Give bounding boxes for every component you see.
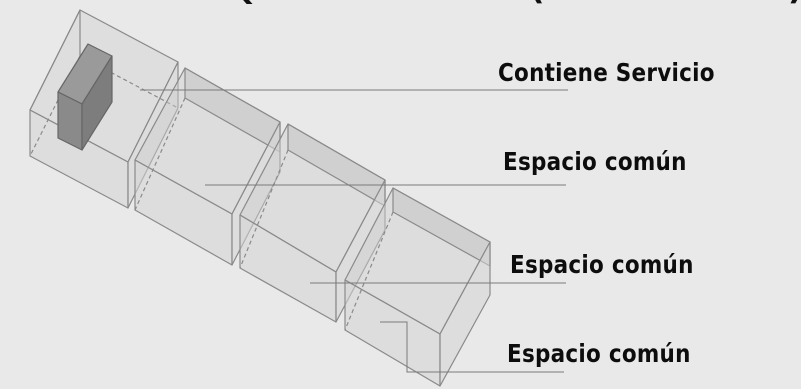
leader-line-4	[380, 321, 564, 373]
label-espacio-comun-1: Espacio común	[503, 147, 687, 176]
label-espacio-comun-3: Espacio común	[507, 339, 691, 368]
module-box-common-3	[344, 187, 491, 387]
label-contiene-servicio: Contiene Servicio	[498, 58, 715, 87]
diagram-title: EQUIPAMIENTOS (1 Y 2 niveles)	[205, 0, 801, 8]
module-box-common-1	[134, 67, 281, 266]
service-block	[57, 43, 113, 151]
label-espacio-comun-2: Espacio común	[510, 250, 694, 279]
